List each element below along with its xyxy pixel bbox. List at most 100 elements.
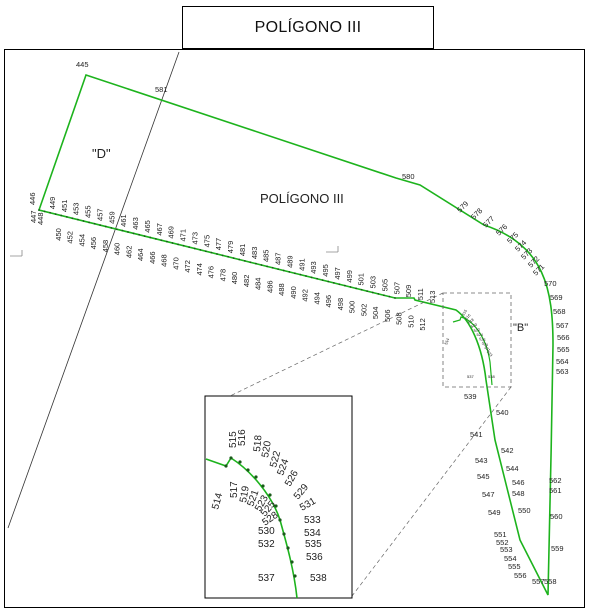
point-label-464: 464 [136, 248, 145, 261]
inset-vertex-dot [278, 518, 282, 522]
callout-connector-left [229, 292, 444, 397]
point-label-467: 467 [155, 223, 164, 236]
point-label-458: 458 [101, 240, 110, 253]
point-label-580: 580 [402, 172, 415, 181]
edge-vertex-dot [99, 224, 102, 227]
edge-vertex-dot [43, 210, 46, 213]
edge-vertex-dot [182, 244, 185, 247]
edge-vertex-dot [293, 272, 296, 275]
point-label-564: 564 [556, 357, 569, 366]
edge-vertex-dot [388, 295, 391, 298]
edge-vertex-dot [338, 283, 341, 286]
edge-vertex-dot [255, 262, 257, 265]
edge-vertex-dot [154, 237, 157, 240]
edge-vertex-dot [355, 287, 357, 290]
point-label-452: 452 [66, 231, 75, 244]
point-label-486: 486 [265, 280, 274, 293]
edge-vertex-dot [54, 213, 57, 216]
point-label-522: 522 [473, 328, 480, 333]
edge-vertex-dot [204, 250, 207, 253]
point-label-460: 460 [113, 243, 122, 256]
edge-vertex-dot [288, 270, 291, 273]
point-label-538: 538 [488, 374, 495, 379]
edge-vertex-dot [138, 233, 141, 236]
inset-vertex-dot [268, 493, 272, 497]
point-label-581: 581 [155, 85, 168, 94]
point-label-478: 478 [218, 269, 227, 282]
point-label-541: 541 [470, 430, 483, 439]
point-label-579: 579 [455, 199, 470, 214]
edge-vertex-dot [310, 276, 313, 279]
point-label-502: 502 [359, 304, 368, 317]
point-label-497: 497 [333, 267, 342, 280]
edge-vertex-dot [60, 214, 63, 217]
edge-vertex-dot [199, 248, 202, 251]
point-label-487: 487 [274, 252, 283, 265]
edge-vertex-dot [382, 294, 385, 297]
detail-inset [204, 395, 353, 599]
edge-vertex-dot [232, 257, 235, 260]
point-label-555: 555 [508, 562, 521, 571]
point-label-513: 513 [428, 291, 437, 304]
point-label-479: 479 [226, 241, 235, 254]
point-label-548: 548 [512, 489, 525, 498]
point-label-475: 475 [202, 235, 211, 248]
point-label-492: 492 [301, 289, 310, 302]
edge-vertex-dot [49, 211, 52, 214]
polygon-label: POLÍGONO III [260, 191, 344, 206]
point-label-534: 534 [304, 528, 321, 539]
edge-vertex-dot [332, 281, 335, 284]
point-label-520: 520 [470, 323, 477, 329]
point-label-561: 561 [549, 486, 562, 495]
point-label-447: 447 [29, 210, 38, 223]
point-label-538: 538 [310, 573, 327, 584]
edge-vertex-dot [221, 254, 224, 257]
point-label-482: 482 [242, 275, 251, 288]
inset-vertex-dot [282, 532, 286, 536]
edge-vertex-dot [349, 286, 352, 288]
point-label-536: 536 [306, 552, 323, 563]
point-label-454: 454 [77, 234, 86, 247]
point-label-552: 552 [496, 538, 509, 547]
point-label-477: 477 [214, 238, 223, 251]
edge-vertex-dot [316, 277, 319, 280]
edge-vertex-dot [149, 236, 152, 239]
point-label-507: 507 [392, 282, 401, 295]
boundary-polygon [37, 73, 554, 596]
point-label-545: 545 [477, 472, 490, 481]
point-label-489: 489 [286, 255, 295, 268]
point-label-453: 453 [72, 203, 81, 216]
edge-vertex-dot [127, 231, 129, 233]
edge-vertex-dot [65, 215, 68, 218]
edge-vertex-dot [305, 275, 307, 277]
page-title: POLÍGONO III [254, 18, 362, 36]
point-label-491: 491 [297, 258, 306, 271]
point-label-516: 516 [237, 429, 248, 446]
point-label-514: 514 [443, 337, 450, 346]
point-label-511: 511 [416, 288, 425, 300]
point-label-495: 495 [321, 264, 330, 277]
point-label-474: 474 [195, 263, 204, 276]
point-label-515: 515 [461, 309, 468, 316]
point-label-547: 547 [482, 490, 495, 499]
point-label-568: 568 [553, 307, 566, 316]
point-label-500: 500 [348, 301, 357, 314]
edge-vertex-dot [166, 240, 168, 243]
point-label-577: 577 [481, 214, 496, 229]
point-label-524: 524 [477, 333, 483, 337]
inset-vertex-dot [274, 504, 278, 508]
point-label-450: 450 [54, 228, 63, 241]
edge-vertex-dot [277, 268, 280, 271]
edge-vertex-dot [243, 259, 246, 262]
point-label-509: 509 [404, 285, 413, 298]
edge-vertex-dot [143, 235, 146, 238]
point-label-546: 546 [512, 478, 525, 487]
edge-vertex-dot [394, 297, 396, 299]
point-label-529: 529 [481, 341, 488, 347]
point-label-518: 518 [467, 318, 474, 325]
point-label-526: 526 [479, 337, 486, 342]
edge-vertex-dot [188, 246, 191, 249]
point-label-551: 551 [494, 530, 507, 539]
edge-vertex-dot [104, 225, 107, 228]
